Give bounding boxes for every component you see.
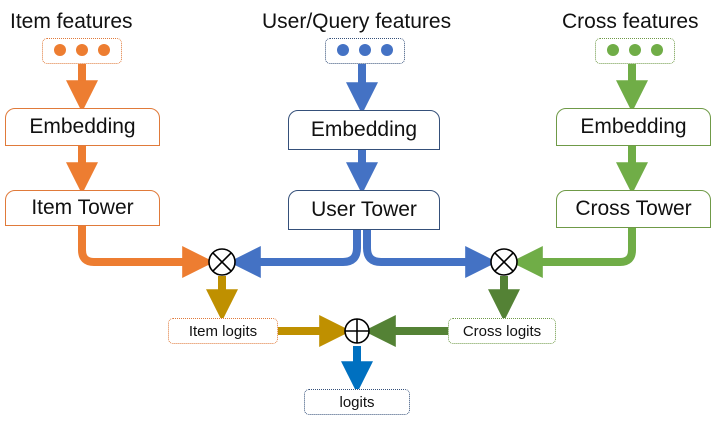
user-features-dots bbox=[325, 38, 405, 64]
item-embedding-box: Embedding bbox=[5, 108, 160, 146]
multiply-operator-left bbox=[208, 248, 236, 276]
feature-dot bbox=[359, 44, 371, 56]
cross-tower-box: Cross Tower bbox=[556, 190, 711, 228]
cross-features-dots bbox=[595, 38, 675, 64]
cross-features-title: Cross features bbox=[562, 10, 699, 33]
item-logits-box: Item logits bbox=[168, 318, 278, 344]
item-tower-to-multiply-arrow bbox=[78, 226, 215, 278]
cross-logits-box: Cross logits bbox=[448, 318, 556, 344]
feature-dot bbox=[607, 44, 619, 56]
feature-dot bbox=[54, 44, 66, 56]
feature-dot bbox=[76, 44, 88, 56]
feature-dot bbox=[337, 44, 349, 56]
feature-dot bbox=[381, 44, 393, 56]
item-tower-box: Item Tower bbox=[5, 190, 160, 226]
multiply-operator-right bbox=[490, 248, 518, 276]
user-tower-to-left-multiply-arrow bbox=[228, 230, 361, 278]
cross-tower-to-multiply-arrow bbox=[510, 228, 636, 278]
user-tower-to-right-multiply-arrow bbox=[363, 230, 498, 278]
user-embedding-box: Embedding bbox=[288, 110, 440, 150]
add-operator bbox=[344, 318, 370, 344]
item-features-title: Item features bbox=[10, 10, 133, 33]
item-features-dots bbox=[42, 38, 122, 64]
feature-dot bbox=[651, 44, 663, 56]
feature-dot bbox=[629, 44, 641, 56]
user-tower-box: User Tower bbox=[288, 190, 440, 230]
feature-dot bbox=[98, 44, 110, 56]
user-query-features-title: User/Query features bbox=[262, 10, 452, 33]
cross-embedding-box: Embedding bbox=[556, 108, 711, 146]
logits-box: logits bbox=[304, 389, 410, 415]
